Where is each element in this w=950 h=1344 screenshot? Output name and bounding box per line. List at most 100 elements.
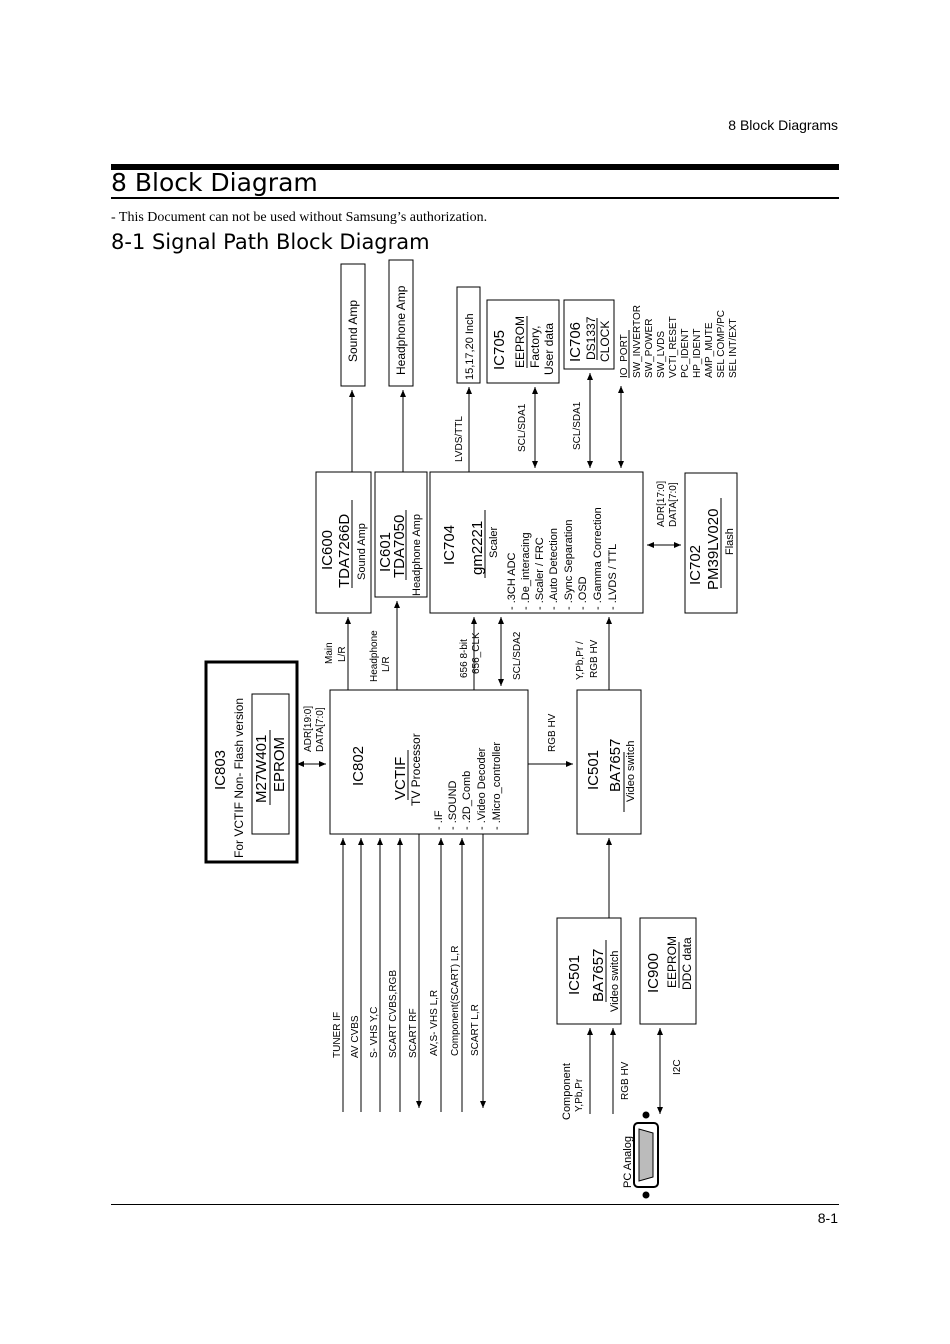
ic803-note: For VCTIF Non- Flash version: [232, 698, 246, 858]
input-scart-lr-label: SCART L,R: [470, 1004, 481, 1056]
ic802-desc: TV Processor: [409, 733, 423, 806]
ic706-id: IC706: [567, 322, 584, 362]
io-port-line-8: SEL INT/EXT: [728, 318, 739, 378]
vga-connector-icon: [633, 1111, 659, 1199]
ic704-feature-0: - .3CH ADC: [506, 552, 518, 610]
ic704-feature-4: - .Sync Separation: [563, 520, 575, 611]
io-port-title: IO_PORT: [619, 334, 630, 378]
io-port-line-0: SW_INVERTOR: [632, 305, 643, 378]
bus-656-label-a: 656 8-bit: [459, 639, 470, 678]
ic704-feature-2: - .Scaler / FRC: [534, 537, 546, 610]
io-port-line-4: PC_IDENT: [680, 329, 691, 378]
i2c-label: I2C: [672, 1059, 683, 1075]
io-port-line-7: SEL COMP/PC: [716, 310, 727, 378]
ic705-desc1: Factory,: [528, 326, 542, 368]
scl-sda2-label: SCL/SDA2: [512, 631, 523, 680]
ic900-id: IC900: [645, 953, 662, 993]
ic706-part: DS1337: [584, 316, 598, 360]
ic706-box: [563, 299, 615, 370]
ic704-feature-5: - .OSD: [577, 576, 589, 610]
io-port-line-1: SW_POWER: [644, 319, 655, 378]
title-rule-thick: [111, 164, 839, 170]
input-scart-rf-label: SCART RF: [408, 1008, 419, 1058]
ypbpr-label: Y,Pb,Pr /: [575, 641, 586, 680]
input-svhs-yc-label: S- VHS Y,C: [369, 1007, 380, 1058]
inch-box: [456, 286, 481, 384]
input-component-lr-label: Component(SCART) L,R: [450, 946, 461, 1056]
rgbhv-label-a: RGB HV: [547, 713, 558, 752]
ic600-desc: Sound Amp: [356, 523, 368, 580]
ic802-feature-2: - .2D_Comb: [461, 771, 473, 830]
scl-sda1-label-a: SCL/SDA1: [517, 403, 528, 452]
headphone-amp-box: [388, 259, 414, 387]
ic705-part: EEPROM: [513, 316, 527, 368]
io-port-line-3: VCTI_RESET: [668, 316, 679, 378]
component-ypbpr-label: Y,Pb,Pr: [574, 1078, 585, 1112]
headphone-amp-label: Headphone Amp: [394, 285, 408, 375]
ic705-desc2: User data: [542, 323, 556, 375]
ic601-desc: Headphone Amp: [411, 514, 423, 596]
ic706-desc: CLOCK: [598, 321, 612, 362]
io-port-line-2: SW_LVDS: [656, 331, 667, 378]
bus-656-label-b: 656_CLK: [471, 632, 482, 674]
ic501a-desc: Video switch: [625, 740, 637, 802]
ic601-part: TDA7050: [391, 515, 408, 578]
authorization-notice: - This Document can not be used without …: [111, 210, 488, 225]
ic803-id: IC803: [212, 750, 229, 790]
page-title: 8 Block Diagram: [111, 168, 318, 197]
ic702-part: PM39LV020: [705, 509, 722, 590]
ic600-box: [315, 471, 372, 614]
ic802-part: VCTIF: [392, 757, 409, 800]
title-rule-thin: [111, 197, 839, 199]
ic704-desc: Scaler: [488, 526, 500, 558]
ic803-part: M27W401: [253, 735, 270, 803]
ic900-desc: DDC data: [680, 937, 694, 990]
ic802-feature-3: - .Video Decoder: [476, 747, 488, 830]
page-number: 8-1: [817, 1210, 838, 1226]
headphone-lr-label: L/R: [381, 656, 392, 672]
ic802-id: IC802: [350, 746, 367, 786]
sound-amp-label: Sound Amp: [346, 300, 360, 362]
ic900-box: [639, 917, 697, 1025]
io-port-line-5: HP_IDENT: [692, 329, 703, 378]
ic704-feature-1: - .De_interacing: [520, 532, 532, 610]
ic802-feature-1: - .SOUND: [447, 780, 459, 830]
input-scart-cvbs-label: SCART CVBS,RGB: [388, 970, 399, 1058]
section-subtitle: 8-1 Signal Path Block Diagram: [111, 230, 430, 254]
adr17-label: ADR[17:0]: [656, 481, 667, 527]
lvds-ttl-label: LVDS/TTL: [454, 416, 465, 462]
ic501b-part: BA7657: [590, 949, 607, 1002]
ic600-id: IC600: [319, 530, 336, 570]
ic704-feature-7: - .LVDS / TTL: [607, 544, 619, 610]
data7-label-b: DATA[7:0]: [315, 707, 326, 752]
ic704-feature-6: - .Gamma Correction: [592, 507, 604, 610]
ic802-feature-0: - .IF: [433, 810, 445, 830]
ic900-part: EEPROM: [665, 936, 679, 988]
ic705-box: [486, 299, 560, 384]
ic600-part: TDA7266D: [336, 514, 353, 588]
ic802-feature-4: - .Micro_controller: [491, 742, 503, 830]
main-label: Main: [324, 642, 335, 664]
inch-label: 15,17,20 Inch: [464, 313, 476, 380]
rgbhv-label-c: RGB HV: [620, 1061, 631, 1100]
scl-sda1-label-b: SCL/SDA1: [572, 401, 583, 450]
ic501-box-bottom: [556, 917, 622, 1025]
ic501a-part: BA7657: [607, 739, 624, 792]
input-av-svhs-lr-label: AV,S- VHS L,R: [429, 990, 440, 1056]
section-header: 8 Block Diagrams: [728, 117, 838, 133]
rgbhv-label-b: RGB HV: [589, 639, 600, 678]
ic501b-desc: Video switch: [609, 950, 621, 1012]
adr19-label: ADR[19:0]: [303, 706, 314, 752]
footer-rule: [111, 1204, 839, 1205]
component-label: Component: [561, 1063, 573, 1120]
main-lr-label: L/R: [337, 646, 348, 662]
ic704-part: gm2221: [469, 521, 486, 575]
io-port-line-6: AMP_MUTE: [704, 322, 715, 378]
input-av-cvbs-label: AV CVBS: [350, 1015, 361, 1058]
headphone-label: Headphone: [369, 630, 380, 682]
ic704-box: [429, 471, 644, 614]
sound-amp-box: [340, 263, 366, 387]
ic704-id: IC704: [441, 525, 458, 565]
ic702-id: IC702: [687, 545, 704, 585]
